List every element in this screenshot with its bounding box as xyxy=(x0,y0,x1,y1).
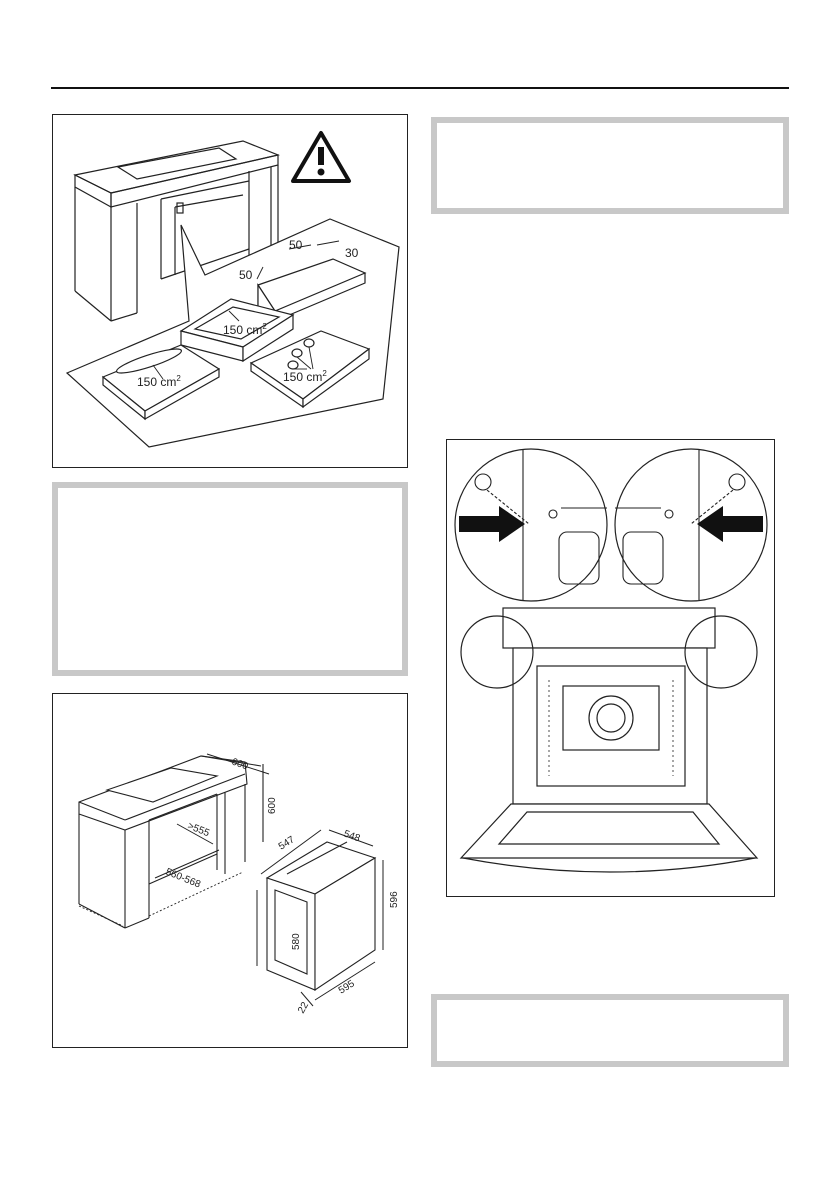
note-box-right-top xyxy=(431,117,789,214)
dim-label-30: 30 xyxy=(345,246,359,260)
dim-label-50-top: 50 xyxy=(289,238,303,252)
warning-icon xyxy=(291,131,351,183)
dim-label-50-left: 50 xyxy=(239,268,253,282)
dim-label-560-568: 560-568 xyxy=(164,867,203,891)
area-label-ellipse: 150 cm2 xyxy=(137,374,181,389)
area-label-holes: 150 cm2 xyxy=(283,369,327,384)
oven-dim-595: 595 xyxy=(337,978,357,996)
ventilation-illustration: 50 30 50 150 cm2 150 cm2 150 cm2 xyxy=(65,131,400,448)
oven-dim-22: 22 xyxy=(296,1000,311,1016)
dimensions-illustration: 600 600 >555 560-568 547 548 596 580 595… xyxy=(78,753,400,1016)
oven-dim-580: 580 xyxy=(291,933,302,950)
area-label-slot: 150 cm2 xyxy=(223,322,267,337)
dimensions-figure: 600 600 >555 560-568 547 548 596 580 595… xyxy=(52,693,408,1048)
dim-label-600-height: 600 xyxy=(267,797,278,814)
right-arrow-icon xyxy=(697,506,763,542)
dim-label-gt555: >555 xyxy=(186,821,211,840)
oven-fixing-figure xyxy=(446,439,775,897)
note-box-right-bottom xyxy=(431,994,789,1067)
ventilation-figure: 50 30 50 150 cm2 150 cm2 150 cm2 xyxy=(52,114,408,468)
oven-dim-596: 596 xyxy=(389,891,400,908)
header-rule xyxy=(51,87,789,89)
oven-fixing-illustration xyxy=(454,448,768,873)
oven-dim-548: 548 xyxy=(342,828,362,844)
left-arrow-icon xyxy=(459,506,525,542)
note-box-left xyxy=(52,482,408,676)
